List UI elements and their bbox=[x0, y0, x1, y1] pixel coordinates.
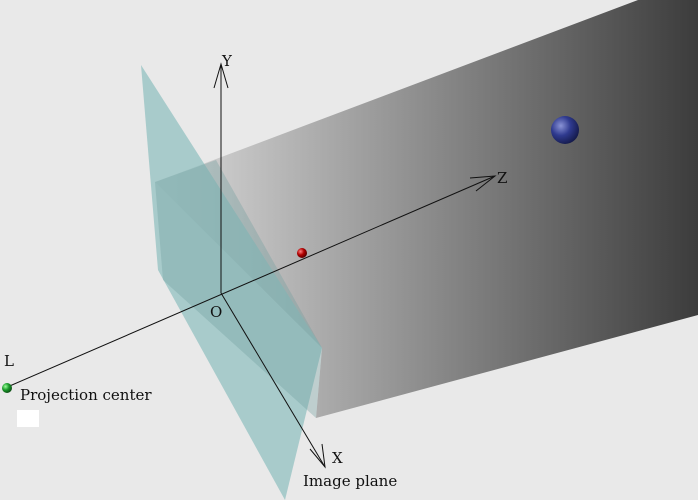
y-axis-arrowhead bbox=[213, 62, 229, 89]
y-axis-label: Y bbox=[222, 52, 232, 70]
z-axis-label: Z bbox=[497, 169, 508, 187]
image-plane-label: Image plane bbox=[303, 472, 398, 490]
projection-center-label: Projection center bbox=[20, 386, 152, 404]
z-axis-line bbox=[4, 175, 496, 389]
projection-center-point bbox=[2, 383, 12, 393]
projection-point-label: L bbox=[4, 352, 14, 370]
x-axis-line bbox=[220, 292, 326, 468]
label-background-box bbox=[17, 410, 39, 427]
image-plane bbox=[141, 65, 322, 500]
axes bbox=[4, 62, 497, 469]
world-point bbox=[551, 116, 579, 144]
x-axis-label: X bbox=[332, 449, 343, 467]
projected-point bbox=[297, 248, 307, 258]
origin-label: O bbox=[210, 303, 223, 321]
image-plane-overlap bbox=[155, 160, 322, 418]
x-axis-arrowhead bbox=[309, 443, 326, 469]
z-axis-arrowhead bbox=[469, 175, 497, 192]
